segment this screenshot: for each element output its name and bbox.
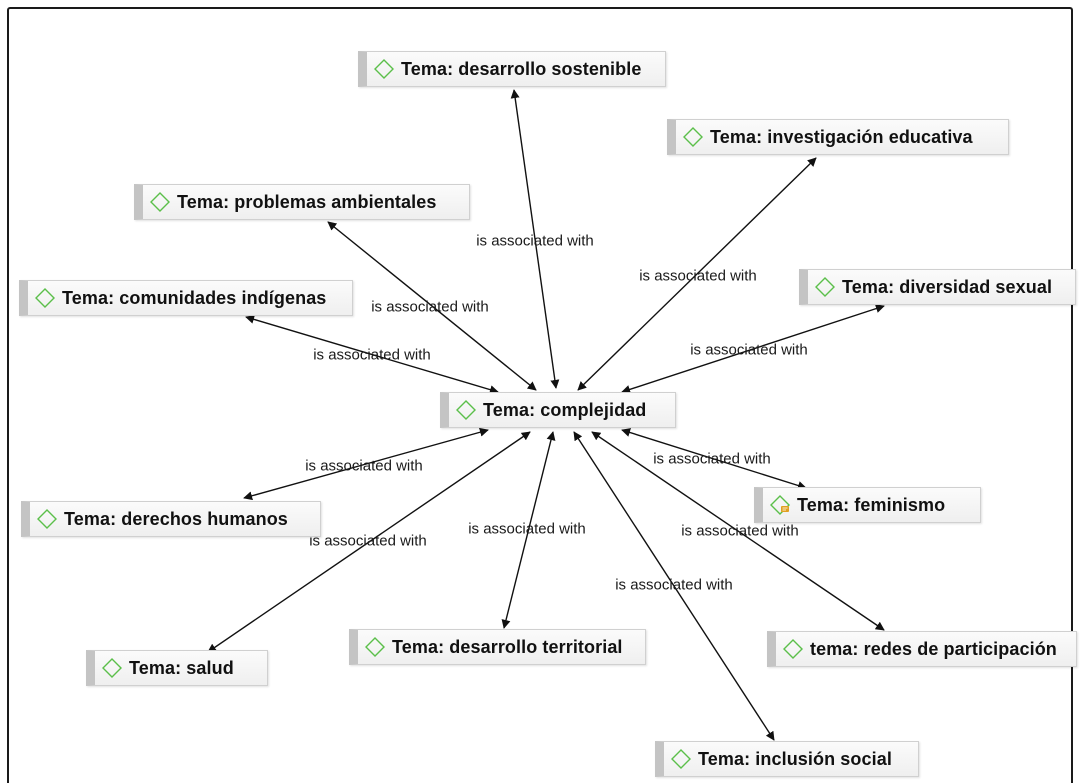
link-problemas-ambientales: [327, 221, 537, 391]
node-desarrollo-territorial[interactable]: Tema: desarrollo territorial: [349, 629, 646, 665]
code-diamond-icon: [456, 400, 476, 420]
edge-label-problemas-ambientales: is associated with: [371, 298, 489, 316]
node-label: Tema: investigación educativa: [710, 126, 973, 147]
code-diamond-icon: [783, 639, 803, 659]
link-inclusion-social: [573, 431, 775, 741]
edge-label-feminismo: is associated with: [653, 450, 771, 468]
node-label: Tema: comunidades indígenas: [62, 287, 327, 308]
node-redes-participacion[interactable]: tema: redes de participación: [767, 631, 1077, 667]
link-desarrollo-territorial: [501, 431, 556, 629]
code-diamond-icon: [815, 277, 835, 297]
node-label: Tema: inclusión social: [698, 748, 892, 769]
node-comunidades-indigenas[interactable]: Tema: comunidades indígenas: [19, 280, 353, 316]
edge-label-diversidad-sexual: is associated with: [690, 341, 808, 359]
node-diversidad-sexual[interactable]: Tema: diversidad sexual: [799, 269, 1076, 305]
node-derechos-humanos[interactable]: Tema: derechos humanos: [21, 501, 321, 537]
link-salud: [207, 431, 531, 653]
node-problemas-ambientales[interactable]: Tema: problemas ambientales: [134, 184, 470, 220]
edge-label-salud: is associated with: [309, 532, 427, 550]
edge-label-redes-participacion: is associated with: [681, 522, 799, 540]
node-salud[interactable]: Tema: salud: [86, 650, 268, 686]
link-comunidades-indigenas: [245, 314, 499, 395]
code-diamond-icon: [150, 192, 170, 212]
node-label: Tema: feminismo: [797, 494, 946, 515]
code-diamond-icon: [35, 288, 55, 308]
node-investigacion-educativa[interactable]: Tema: investigación educativa: [667, 119, 1009, 155]
node-label: tema: redes de participación: [810, 638, 1057, 659]
code-diamond-memo-icon: [770, 495, 790, 515]
node-label: Tema: desarrollo territorial: [392, 636, 623, 657]
link-diversidad-sexual: [621, 304, 885, 394]
node-label: Tema: complejidad: [483, 399, 647, 420]
node-inclusion-social[interactable]: Tema: inclusión social: [655, 741, 919, 777]
edge-label-inclusion-social: is associated with: [615, 576, 733, 594]
edge-label-desarrollo-sostenible: is associated with: [476, 232, 594, 250]
link-investigacion-educativa: [577, 157, 817, 391]
code-diamond-icon: [671, 749, 691, 769]
edge-label-comunidades-indigenas: is associated with: [313, 346, 431, 364]
code-diamond-icon: [683, 127, 703, 147]
edge-label-desarrollo-territorial: is associated with: [468, 520, 586, 538]
node-label: Tema: derechos humanos: [64, 508, 288, 529]
code-diamond-icon: [365, 637, 385, 657]
node-complejidad[interactable]: Tema: complejidad: [440, 392, 676, 428]
code-diamond-icon: [102, 658, 122, 678]
node-feminismo[interactable]: Tema: feminismo: [754, 487, 981, 523]
edge-label-derechos-humanos: is associated with: [305, 457, 423, 475]
node-label: Tema: desarrollo sostenible: [401, 58, 642, 79]
node-label: Tema: diversidad sexual: [842, 276, 1053, 297]
node-label: Tema: problemas ambientales: [177, 191, 437, 212]
node-label: Tema: salud: [129, 657, 234, 678]
edge-label-investigacion-educativa: is associated with: [639, 267, 757, 285]
node-desarrollo-sostenible[interactable]: Tema: desarrollo sostenible: [358, 51, 666, 87]
code-diamond-icon: [374, 59, 394, 79]
code-diamond-icon: [37, 509, 57, 529]
